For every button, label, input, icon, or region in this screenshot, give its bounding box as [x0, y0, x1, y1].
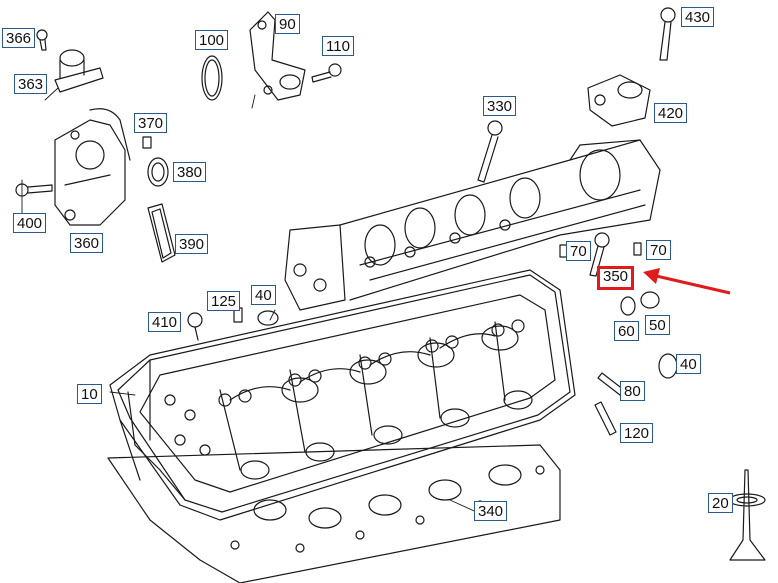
camshaft-carrier — [284, 139, 661, 311]
seal-380 — [147, 157, 169, 187]
sensor-363 — [54, 49, 104, 93]
callout-125[interactable]: 125 — [207, 291, 241, 311]
bolt-110 — [311, 63, 342, 83]
callout-380[interactable]: 380 — [173, 162, 207, 182]
callout-420[interactable]: 420 — [654, 103, 688, 123]
callout-60[interactable]: 60 — [614, 321, 639, 341]
callout-110[interactable]: 110 — [322, 36, 354, 56]
ring-60 — [620, 296, 636, 316]
callout-50[interactable]: 50 — [645, 315, 670, 335]
cap-50 — [640, 291, 660, 309]
plug-40 — [257, 310, 279, 326]
callout-40-right[interactable]: 40 — [676, 354, 701, 374]
cylinder-head — [109, 269, 576, 521]
bolt-410 — [187, 312, 203, 341]
callout-390[interactable]: 390 — [175, 234, 209, 254]
vacuum-pump-360 — [54, 108, 131, 226]
gasket-390 — [147, 203, 176, 263]
callout-90[interactable]: 90 — [275, 14, 300, 34]
flange-90 — [249, 11, 306, 101]
plug-bolt-350 — [589, 232, 610, 277]
callout-360[interactable]: 360 — [70, 233, 104, 253]
valve-20 — [728, 469, 766, 561]
dowel-370 — [142, 136, 152, 149]
callout-400[interactable]: 400 — [13, 213, 47, 233]
bolt-400 — [15, 183, 53, 197]
actuator-420 — [587, 74, 651, 127]
callout-340[interactable]: 340 — [474, 501, 508, 521]
callout-370[interactable]: 370 — [134, 113, 168, 133]
callout-40-left[interactable]: 40 — [251, 285, 276, 305]
callout-120[interactable]: 120 — [620, 423, 654, 443]
callout-10[interactable]: 10 — [77, 384, 102, 404]
dowel-70-right — [633, 242, 642, 256]
o-ring-100 — [201, 55, 223, 101]
bolt-330 — [477, 120, 503, 183]
callout-70-right[interactable]: 70 — [646, 240, 671, 260]
callout-80[interactable]: 80 — [620, 381, 645, 401]
stud-120 — [594, 401, 617, 436]
callout-100[interactable]: 100 — [195, 30, 229, 50]
highlight-arrow — [643, 268, 731, 295]
callout-366[interactable]: 366 — [2, 28, 36, 48]
seal-40 — [658, 353, 678, 379]
screw-366 — [36, 29, 48, 51]
callout-410[interactable]: 410 — [148, 312, 182, 332]
callout-350-highlighted[interactable]: 350 — [597, 266, 635, 290]
callout-363[interactable]: 363 — [14, 74, 48, 94]
callout-70-left[interactable]: 70 — [566, 241, 591, 261]
callout-20[interactable]: 20 — [708, 493, 733, 513]
callout-430[interactable]: 430 — [681, 7, 715, 27]
bolt-430 — [659, 7, 676, 61]
callout-330[interactable]: 330 — [483, 96, 517, 116]
